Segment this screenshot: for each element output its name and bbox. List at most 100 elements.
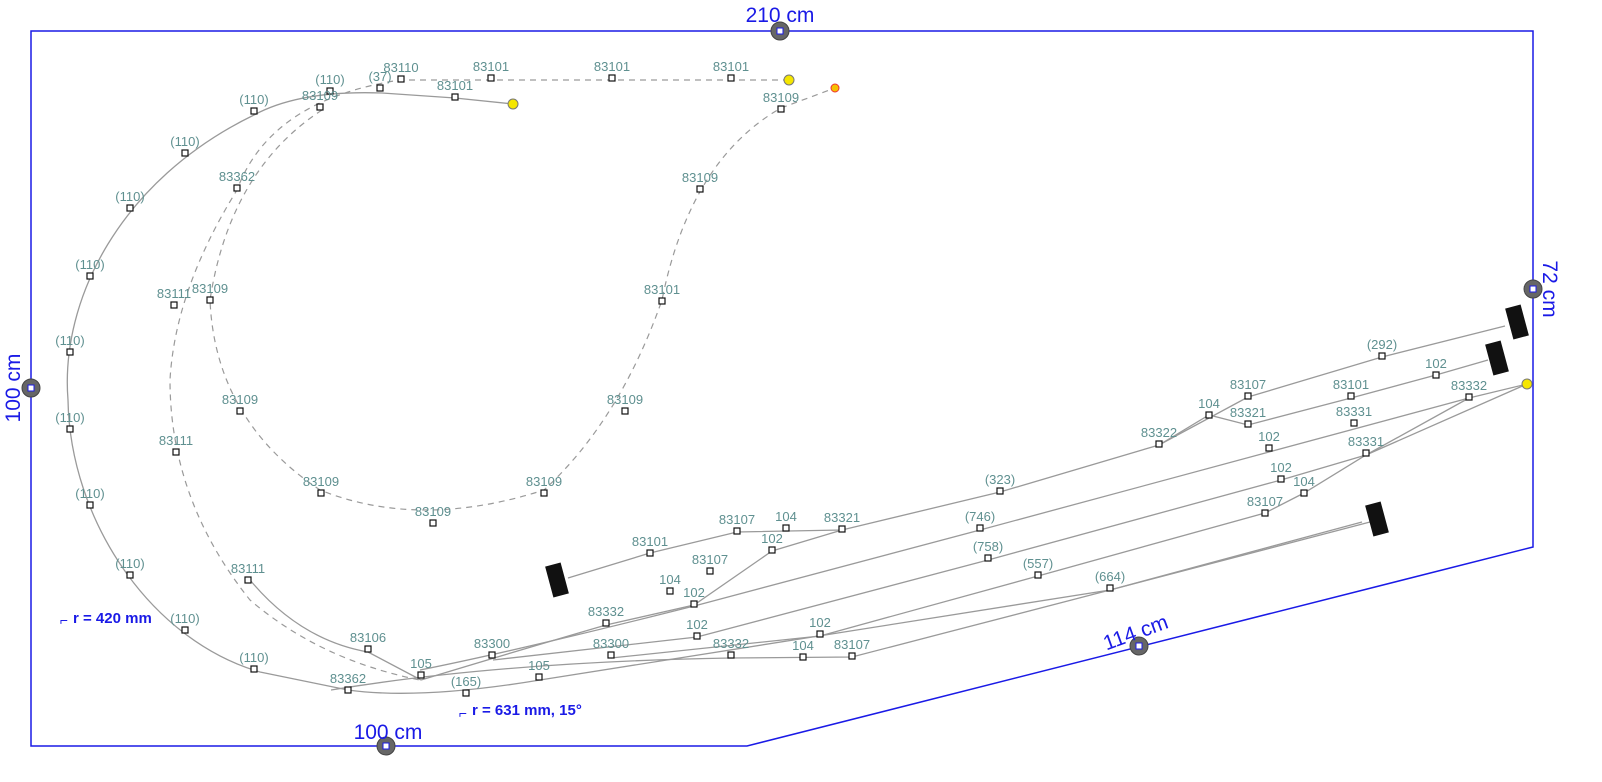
radius-icon: ⌐ <box>60 612 68 628</box>
open-end-icon[interactable] <box>507 98 519 110</box>
track-piece-marker[interactable] <box>86 272 94 280</box>
track-piece-marker[interactable] <box>1265 444 1273 452</box>
track-piece-marker[interactable] <box>1261 509 1269 517</box>
track-piece-marker[interactable] <box>316 103 324 111</box>
track-piece-marker[interactable] <box>462 689 470 697</box>
track-piece-marker[interactable] <box>397 75 405 83</box>
yard-track-3[interactable] <box>419 383 1528 671</box>
track-piece-marker[interactable] <box>816 630 824 638</box>
open-endpoints <box>507 74 1533 390</box>
track-piece-marker[interactable] <box>86 501 94 509</box>
track-piece-marker[interactable] <box>66 348 74 356</box>
track-piece-marker[interactable] <box>984 554 992 562</box>
track-piece-marker[interactable] <box>690 600 698 608</box>
track-piece-marker[interactable] <box>799 653 807 661</box>
track-piece-marker[interactable] <box>376 84 384 92</box>
dimension-handle-left[interactable] <box>21 378 41 398</box>
track-piece-marker[interactable] <box>126 571 134 579</box>
track-piece-label: (110) <box>115 189 144 204</box>
track-piece-marker[interactable] <box>1347 392 1355 400</box>
open-end-icon[interactable] <box>1521 378 1533 390</box>
track-piece-marker[interactable] <box>417 671 425 679</box>
track-piece-label: (557) <box>1023 556 1053 571</box>
track-piece-marker[interactable] <box>250 665 258 673</box>
track-piece-marker[interactable] <box>727 651 735 659</box>
track-piece-marker[interactable] <box>1300 489 1308 497</box>
track-piece-marker[interactable] <box>488 651 496 659</box>
track-piece-marker[interactable] <box>540 489 548 497</box>
track-piece-marker[interactable] <box>326 87 334 95</box>
buffer-stop-icon[interactable] <box>1505 304 1529 340</box>
track-piece-marker[interactable] <box>1378 352 1386 360</box>
track-piece-marker[interactable] <box>666 587 674 595</box>
track-piece-marker[interactable] <box>1432 371 1440 379</box>
track-piece-marker[interactable] <box>1244 392 1252 400</box>
track-piece-marker[interactable] <box>344 686 352 694</box>
track-piece-marker[interactable] <box>1350 419 1358 427</box>
track-piece-marker[interactable] <box>250 107 258 115</box>
track-piece-marker[interactable] <box>1244 420 1252 428</box>
track-piece-marker[interactable] <box>696 185 704 193</box>
track-piece-marker[interactable] <box>607 651 615 659</box>
track-piece-marker[interactable] <box>364 645 372 653</box>
track-piece-marker[interactable] <box>126 204 134 212</box>
track-piece-marker[interactable] <box>1465 393 1473 401</box>
track-piece-marker[interactable] <box>733 527 741 535</box>
buffer-stop-icon[interactable] <box>545 562 569 598</box>
track-piece-marker[interactable] <box>1034 571 1042 579</box>
track-piece-marker[interactable] <box>535 673 543 681</box>
track-piece-marker[interactable] <box>429 519 437 527</box>
track-piece-marker[interactable] <box>976 524 984 532</box>
track-piece-marker[interactable] <box>1205 411 1213 419</box>
track-piece-marker[interactable] <box>706 567 714 575</box>
track-piece-marker[interactable] <box>206 296 214 304</box>
yard-track-6[interactable] <box>330 521 1363 691</box>
track-piece-marker[interactable] <box>838 525 846 533</box>
outer-loop-track[interactable] <box>66 92 1371 694</box>
track-piece-marker[interactable] <box>768 546 776 554</box>
track-piece-marker[interactable] <box>236 407 244 415</box>
track-piece-marker[interactable] <box>1362 449 1370 457</box>
inner-curve-track[interactable] <box>249 579 422 681</box>
track-piece-marker[interactable] <box>777 105 785 113</box>
track-piece-marker[interactable] <box>172 448 180 456</box>
track-piece-marker[interactable] <box>727 74 735 82</box>
track-piece-marker[interactable] <box>317 489 325 497</box>
track-piece-marker[interactable] <box>1277 475 1285 483</box>
dimension-handle-top[interactable] <box>770 21 790 41</box>
track-piece-label: 83101 <box>437 78 473 93</box>
helix-dashed-track[interactable] <box>209 87 836 511</box>
track-piece-marker[interactable] <box>487 74 495 82</box>
track-piece-marker[interactable] <box>646 549 654 557</box>
track-piece-marker[interactable] <box>848 652 856 660</box>
track-piece-marker[interactable] <box>244 576 252 584</box>
dimension-handle-right[interactable] <box>1523 279 1543 299</box>
track-piece-marker[interactable] <box>1155 440 1163 448</box>
dimension-handle-bottom[interactable] <box>376 736 396 756</box>
track-piece-marker[interactable] <box>1106 584 1114 592</box>
dimension-handle-diagonal[interactable] <box>1129 636 1149 656</box>
track-piece-marker[interactable] <box>181 626 189 634</box>
track-piece-marker[interactable] <box>621 407 629 415</box>
track-piece-marker[interactable] <box>451 93 459 101</box>
track-piece-marker[interactable] <box>233 184 241 192</box>
track-piece-label: 102 <box>809 615 831 630</box>
track-piece-marker[interactable] <box>996 487 1004 495</box>
yard-track-4[interactable] <box>492 397 1470 661</box>
track-piece-marker[interactable] <box>602 619 610 627</box>
yard-track-2[interactable] <box>420 359 1489 681</box>
track-piece-label: 83362 <box>330 671 366 686</box>
track-piece-marker[interactable] <box>66 425 74 433</box>
open-end-warning-icon[interactable] <box>830 83 840 93</box>
track-piece-label: (323) <box>985 472 1015 487</box>
track-piece-marker[interactable] <box>782 524 790 532</box>
track-piece-marker[interactable] <box>181 149 189 157</box>
buffer-stop-icon[interactable] <box>1485 340 1509 376</box>
track-piece-marker[interactable] <box>170 301 178 309</box>
track-piece-marker[interactable] <box>608 74 616 82</box>
track-piece-marker[interactable] <box>693 632 701 640</box>
track-piece-marker[interactable] <box>658 297 666 305</box>
open-end-icon[interactable] <box>783 74 795 86</box>
buffer-stop-icon[interactable] <box>1365 501 1389 537</box>
